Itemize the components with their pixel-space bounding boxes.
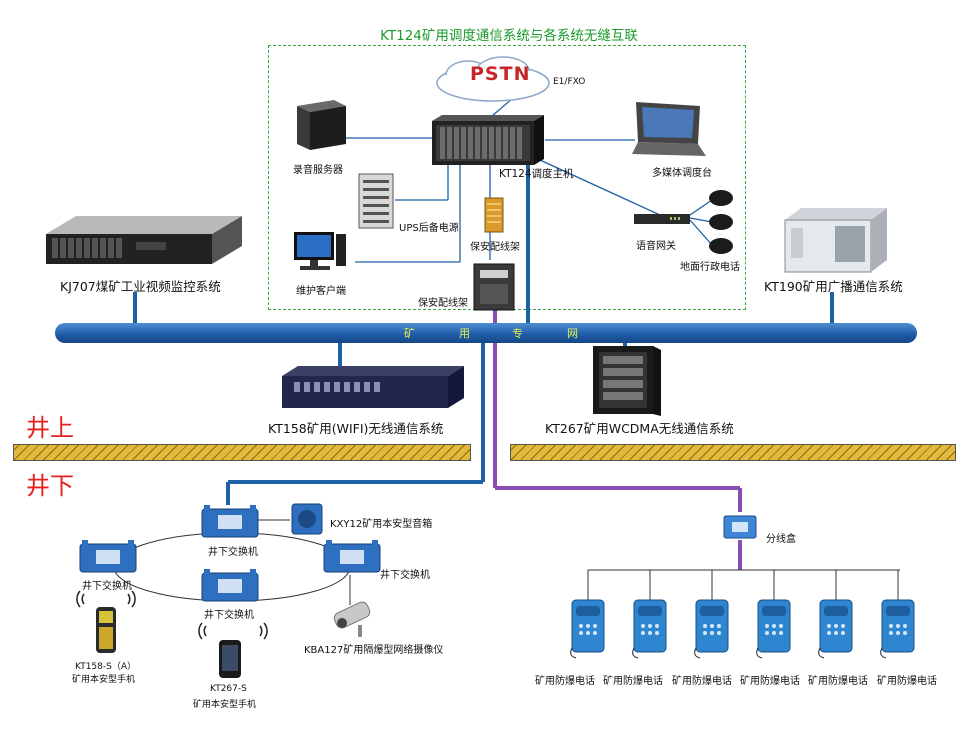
handset-b-model-label: KT267-S: [210, 684, 247, 694]
ups-label: UPS后备电源: [399, 223, 459, 234]
explosion-proof-phone-icon: [880, 599, 915, 659]
phone-label: 矿用防爆电话: [603, 676, 663, 687]
switch-bottom-label: 井下交换机: [204, 610, 254, 621]
explosion-proof-phone-icon: [570, 599, 605, 659]
zone-underground: 井下: [26, 472, 74, 500]
junction-box-icon: [723, 515, 757, 539]
wcdma-cabinet-icon: [593, 346, 661, 416]
switch-icon: [79, 540, 137, 573]
multimedia-console-icon: [632, 102, 706, 156]
voice-gateway-label: 语音网关: [636, 241, 676, 252]
dispatch-host-icon: [432, 115, 544, 165]
recording-server-icon: [297, 100, 346, 150]
bus-label-char-2: 用: [459, 327, 470, 340]
phone-label: 矿用防爆电话: [877, 676, 937, 687]
handset-b-desc-label: 矿用本安型手机: [193, 700, 257, 710]
camera-label: KBA127矿用隔爆型网络摄像仪: [304, 645, 444, 656]
telephone-icon: [709, 190, 733, 254]
distribution-frame-label: 保安配线架: [470, 242, 520, 253]
handset-icon: [96, 607, 116, 653]
dispatch-host-label: KT124调度主机: [499, 168, 574, 180]
maintenance-client-label: 维护客户端: [296, 286, 346, 297]
pstn-label: PSTN: [470, 63, 531, 85]
phone-label: 矿用防爆电话: [808, 676, 868, 687]
switch-icon: [201, 505, 259, 538]
explosion-proof-phone-icon: [818, 599, 853, 659]
distribution-cabinet-icon: [473, 263, 515, 311]
mine-network-bus: [55, 323, 917, 343]
handset-a-desc-label: 矿用本安型手机: [72, 675, 136, 685]
wifi-base-station-icon: [282, 366, 464, 408]
zone-above-ground: 井上: [26, 414, 74, 442]
smartphone-icon: [219, 640, 241, 678]
phone-label: 矿用防爆电话: [535, 676, 595, 687]
bus-label-char-3: 专: [512, 327, 523, 340]
explosion-proof-phone-icon: [632, 599, 667, 659]
bus-label-char-1: 矿: [404, 327, 415, 340]
speaker-label: KXY12矿用本安型音箱: [330, 519, 433, 530]
admin-phone-label: 地面行政电话: [680, 262, 740, 273]
junction-box-label: 分线盒: [766, 534, 796, 545]
explosion-proof-phone-icon: [756, 599, 791, 659]
distribution-frame-icon: [484, 197, 504, 233]
switch-icon: [201, 569, 259, 602]
explosion-proof-phone-icon: [694, 599, 729, 659]
ups-icon: [358, 173, 394, 229]
switch-right-label: 井下交换机: [380, 570, 430, 581]
wcdma-system-label: KT267矿用WCDMA无线通信系统: [545, 421, 734, 436]
multimedia-console-label: 多媒体调度台: [652, 168, 712, 179]
industrial-pc-icon: [784, 208, 887, 273]
bus-label-char-4: 网: [567, 327, 578, 340]
recording-server-label: 录音服务器: [293, 165, 343, 176]
switch-top-label: 井下交换机: [208, 547, 258, 558]
wifi-signal-icon: [76, 590, 136, 608]
switch-icon: [323, 540, 381, 573]
wifi-system-label: KT158矿用(WIFI)无线通信系统: [268, 421, 444, 436]
speaker-icon: [291, 503, 323, 535]
rack-server-icon: [46, 216, 242, 264]
voice-gateway-icon: [634, 214, 690, 224]
computer-icon: [294, 232, 346, 270]
pstn-link-label: E1/FXO: [553, 77, 586, 87]
pstn-cloud-icon: [436, 56, 550, 102]
video-system-label: KJ707煤矿工业视频监控系统: [60, 279, 221, 294]
diagram-title: KT124矿用调度通信系统与各系统无缝互联: [380, 28, 638, 44]
ground-divider-right: [510, 444, 956, 461]
wifi-signal-icon: [198, 622, 268, 640]
phone-label: 矿用防爆电话: [672, 676, 732, 687]
handset-a-model-label: KT158-S（A）: [75, 662, 136, 672]
broadcast-system-label: KT190矿用广播通信系统: [764, 279, 903, 294]
distribution-frame-2-label: 保安配线架: [418, 298, 468, 309]
ground-divider-left: [13, 444, 471, 461]
phone-label: 矿用防爆电话: [740, 676, 800, 687]
switch-left-label: 井下交换机: [82, 581, 132, 592]
camera-icon: [333, 601, 371, 637]
